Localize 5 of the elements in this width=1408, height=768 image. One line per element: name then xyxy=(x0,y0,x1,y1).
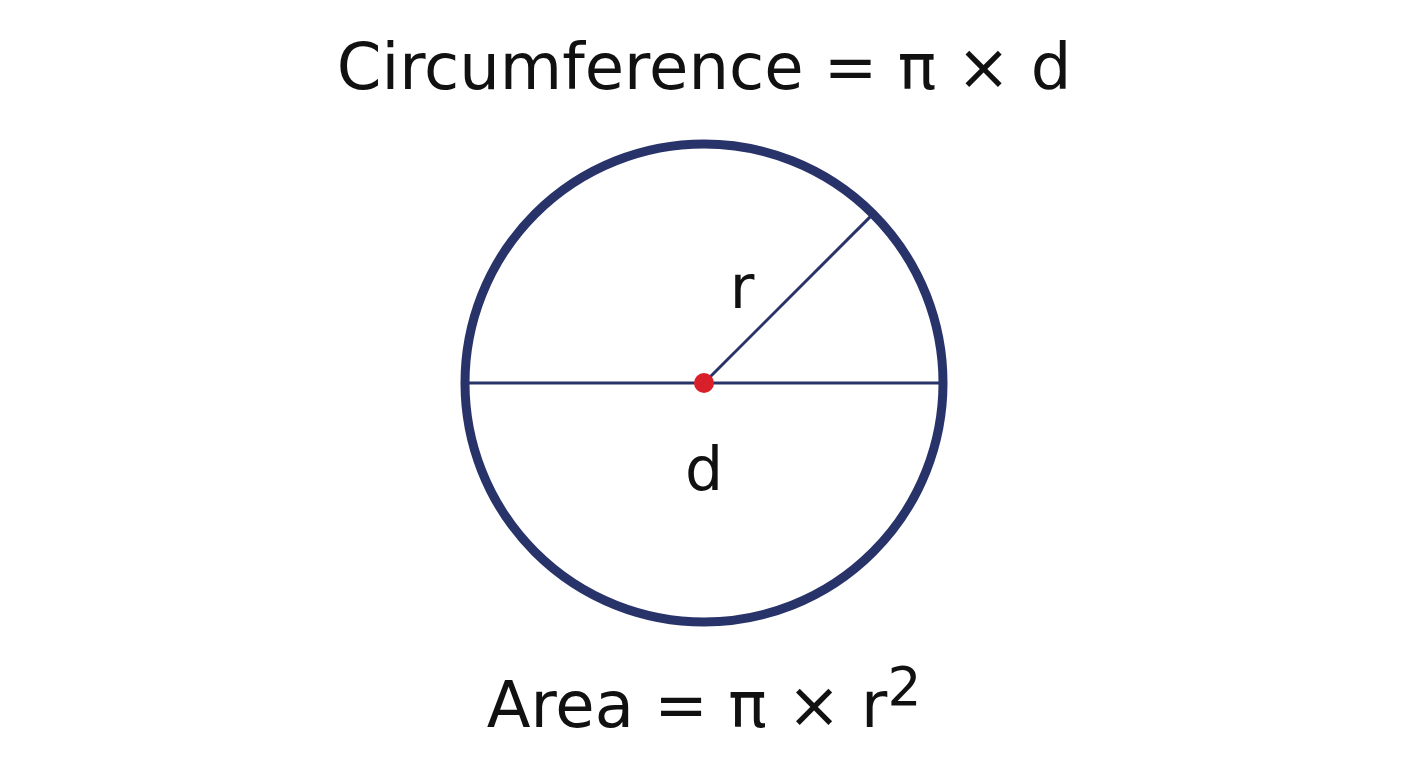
radius-label: r xyxy=(729,257,755,317)
title: Circumference = π × d xyxy=(336,30,1072,104)
diameter-label: d xyxy=(684,439,724,499)
formula-caption: Area = π × r$^{2}$ xyxy=(486,655,922,743)
circle xyxy=(460,139,948,627)
